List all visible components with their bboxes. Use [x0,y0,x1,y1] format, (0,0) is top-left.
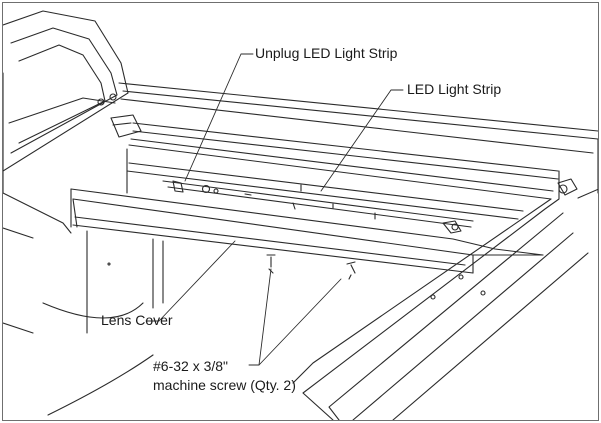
housing-front-lip [292,170,598,420]
callout-unplug-led-light-strip: Unplug LED Light Strip [255,45,398,61]
callout-screw-size: #6-32 x 3/8" [153,358,229,374]
callout-leaders [145,53,404,366]
housing-left-side [3,192,164,416]
exploded-view-drawing [3,10,598,420]
lens-cover [70,188,544,274]
led-strip-trough [126,148,524,234]
machine-screws [266,254,356,280]
open-lid [3,10,142,194]
housing-top [118,82,598,200]
callout-lens-cover: Lens Cover [101,312,173,328]
callout-led-light-strip: LED Light Strip [407,81,502,97]
callout-screw-quantity: machine screw (Qty. 2) [153,377,296,393]
